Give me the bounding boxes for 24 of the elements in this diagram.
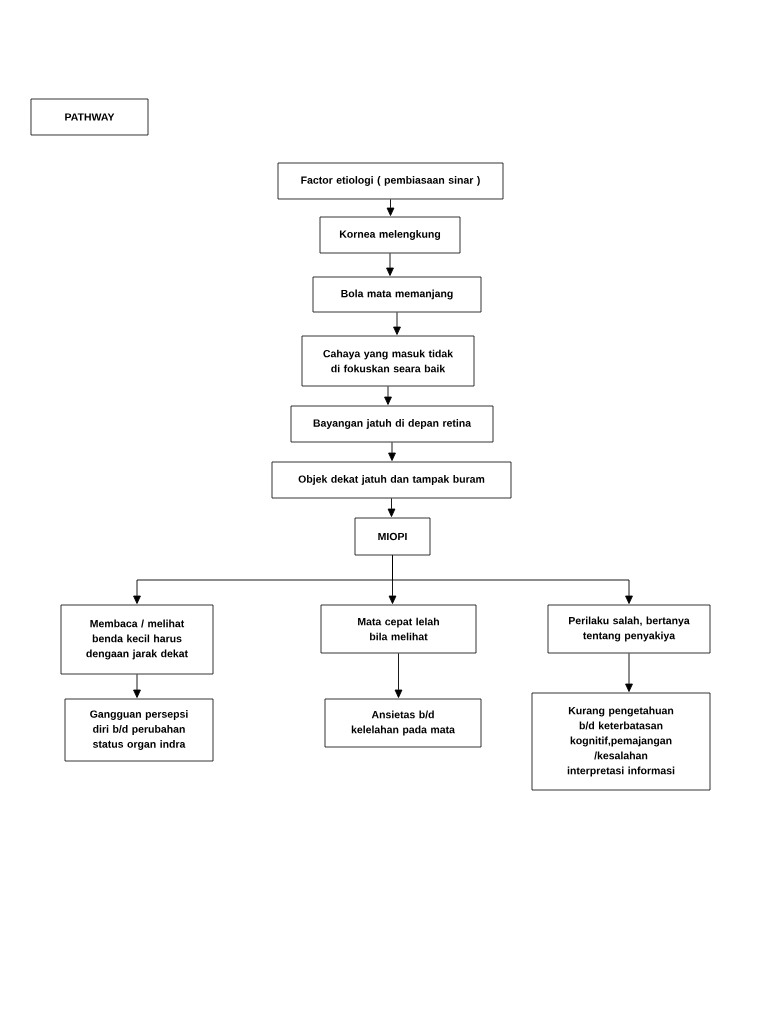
- process-box: Membaca / melihat benda kecil harus dengaan jarak dekat: [60, 604, 214, 675]
- arrow: [133, 673, 141, 698]
- process-box: Objek dekat jatuh dan tampak buram: [271, 461, 512, 499]
- process-box: Bola mata memanjang: [312, 276, 482, 313]
- heading-box: PATHWAY: [30, 98, 149, 136]
- process-box: Bayangan jatuh di depan retina: [290, 405, 494, 443]
- process-box: MIOPI: [354, 517, 431, 556]
- process-box: Kornea melengkung: [319, 216, 461, 254]
- arrow: [386, 252, 394, 276]
- arrow: [386, 198, 395, 216]
- arrow: [393, 311, 401, 335]
- arrow: [625, 652, 633, 692]
- process-box: Kurang pengetahuan b/d keterbatasan kognitif,pemajangan /kesalahan interpretasi informasi: [531, 692, 711, 791]
- process-box: Mata cepat lelah bila melihat: [320, 604, 477, 654]
- arrow: [392, 554, 633, 604]
- process-box: Ansietas b/d kelelahan pada mata: [324, 698, 482, 748]
- process-box: Perilaku salah, bertanya tentang penyakiya: [547, 604, 711, 654]
- process-box: Cahaya yang masuk tidak di fokuskan seara baik: [301, 335, 475, 387]
- arrow: [387, 497, 396, 517]
- process-box: Factor etiologi ( pembiasaan sinar ): [277, 162, 504, 200]
- arrow: [388, 441, 396, 461]
- arrow: [384, 385, 392, 405]
- process-box: Gangguan persepsi diri b/d perubahan status organ indra: [64, 698, 214, 762]
- arrow: [394, 652, 403, 698]
